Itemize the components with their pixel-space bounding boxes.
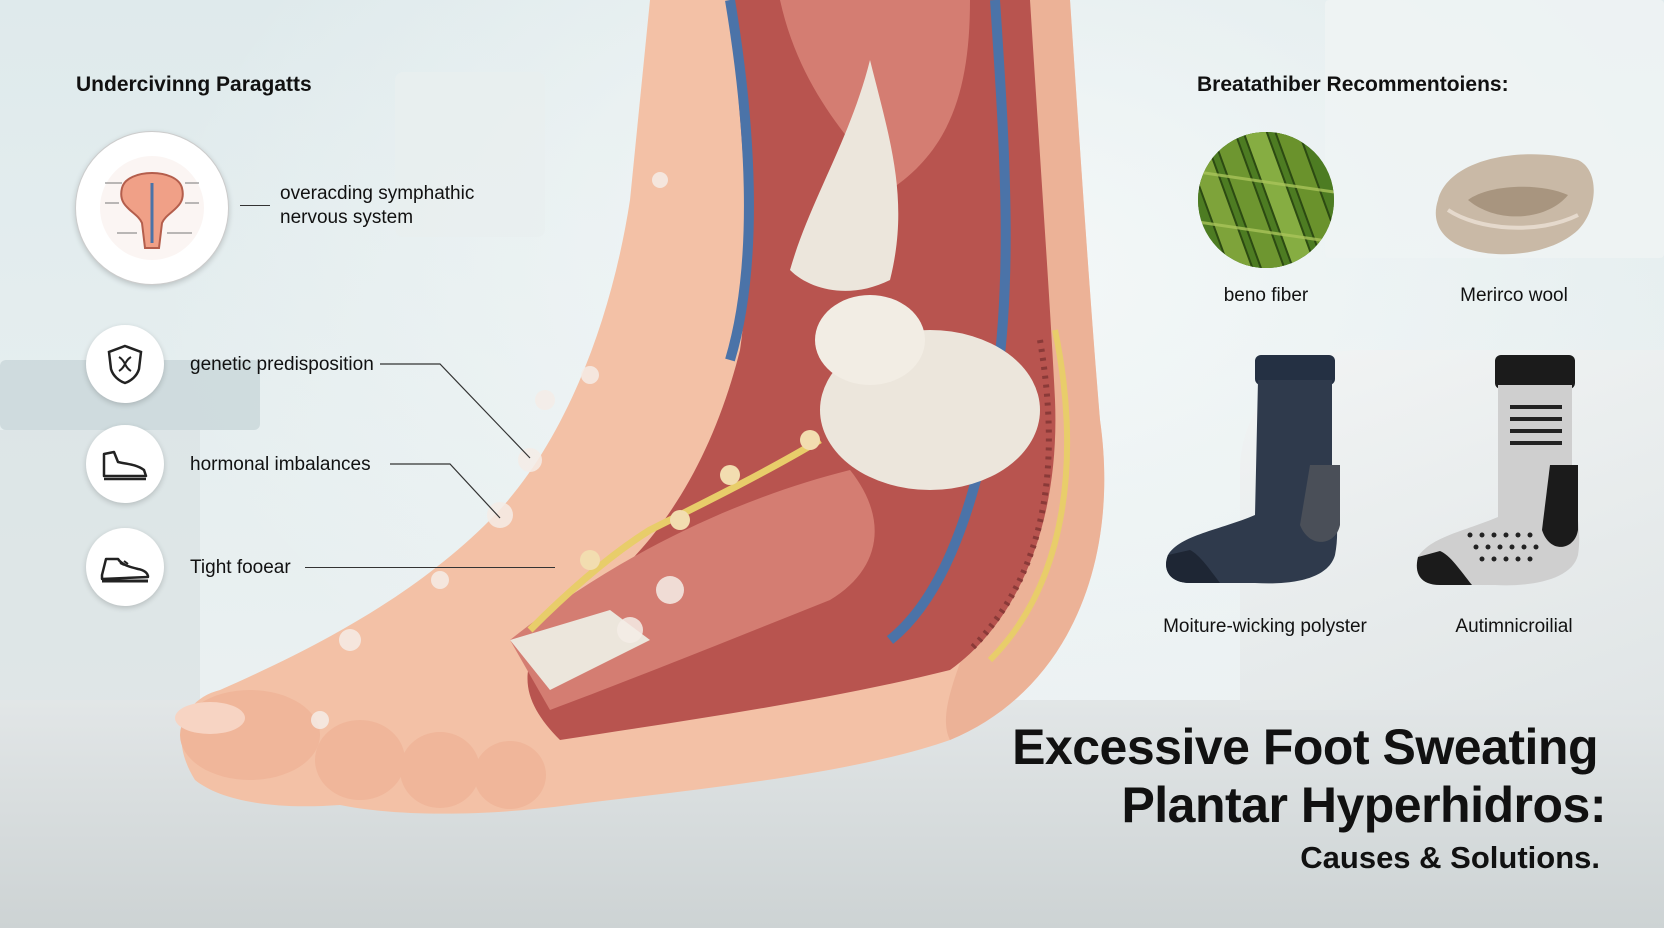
brain-diagram-icon: [75, 131, 229, 285]
sweat-gland-layer: [967, 339, 1052, 653]
heel-skin-layer: [987, 329, 1071, 663]
hormonal-leader-line: [390, 463, 501, 519]
sweat-droplet: [518, 448, 542, 472]
genetic-leader-line: [380, 363, 531, 459]
ankle-bone: [815, 295, 925, 385]
vein-left: [725, 0, 754, 362]
nerve-node: [800, 430, 820, 450]
sweat-droplet: [487, 502, 513, 528]
cause-footwear: Tight fooear: [190, 557, 291, 578]
sneaker-icon: [86, 528, 164, 606]
toe-3: [400, 732, 480, 808]
rec-antimicrobial-label: Autimnicroilial: [1455, 616, 1573, 637]
foot-anatomy-illustration: [175, 0, 1105, 814]
antimicrobial-sock-image: [1416, 355, 1580, 586]
sweat-droplet: [581, 366, 599, 384]
footwear-leader-line: [305, 567, 555, 568]
merino-wool-image: [1428, 140, 1600, 268]
rec-bamboo-label: beno fiber: [1223, 285, 1309, 306]
nerve-node: [720, 465, 740, 485]
nerve-node: [580, 550, 600, 570]
cause-nervous-system: overacding symphathic nervous system: [280, 183, 475, 228]
dna-shield-icon: [86, 325, 164, 403]
sweat-droplet: [617, 617, 643, 643]
title-line-1: Excessive Foot Sweating: [1012, 719, 1598, 775]
dress-shoe-icon: [86, 425, 164, 503]
polyester-sock-image: [1166, 355, 1340, 584]
plantar-nerve: [527, 436, 822, 633]
rec-polyester-label: Moiture-wicking polyster: [1163, 616, 1367, 637]
sweat-droplet: [431, 571, 449, 589]
sweat-droplet: [339, 629, 361, 651]
title-line-2: Plantar Hyperhidros:: [1121, 777, 1606, 833]
sweat-droplet: [656, 576, 684, 604]
cause-genetic: genetic predisposition: [190, 354, 374, 375]
toe-nail: [175, 702, 245, 734]
rec-merino-label: Merirco wool: [1460, 285, 1568, 306]
nervous-connector: [240, 205, 270, 206]
causes-heading: Undercivinng Paragatts: [76, 73, 312, 96]
recommendations-heading: Breatathiber Recommentoiens:: [1197, 73, 1509, 96]
toe-4: [474, 741, 546, 809]
nerve-node: [670, 510, 690, 530]
sweat-droplet: [311, 711, 329, 729]
background-monitor: [395, 72, 545, 237]
toe-2: [315, 720, 405, 800]
sweat-droplet: [652, 172, 668, 188]
bamboo-fiber-image: [1198, 132, 1334, 268]
title-line-3: Causes & Solutions.: [1300, 840, 1600, 875]
achilles-tendon: [790, 60, 899, 291]
metatarsal-bones: [510, 610, 650, 690]
cause-hormonal: hormonal imbalances: [190, 454, 371, 475]
sweat-droplet: [535, 390, 555, 410]
